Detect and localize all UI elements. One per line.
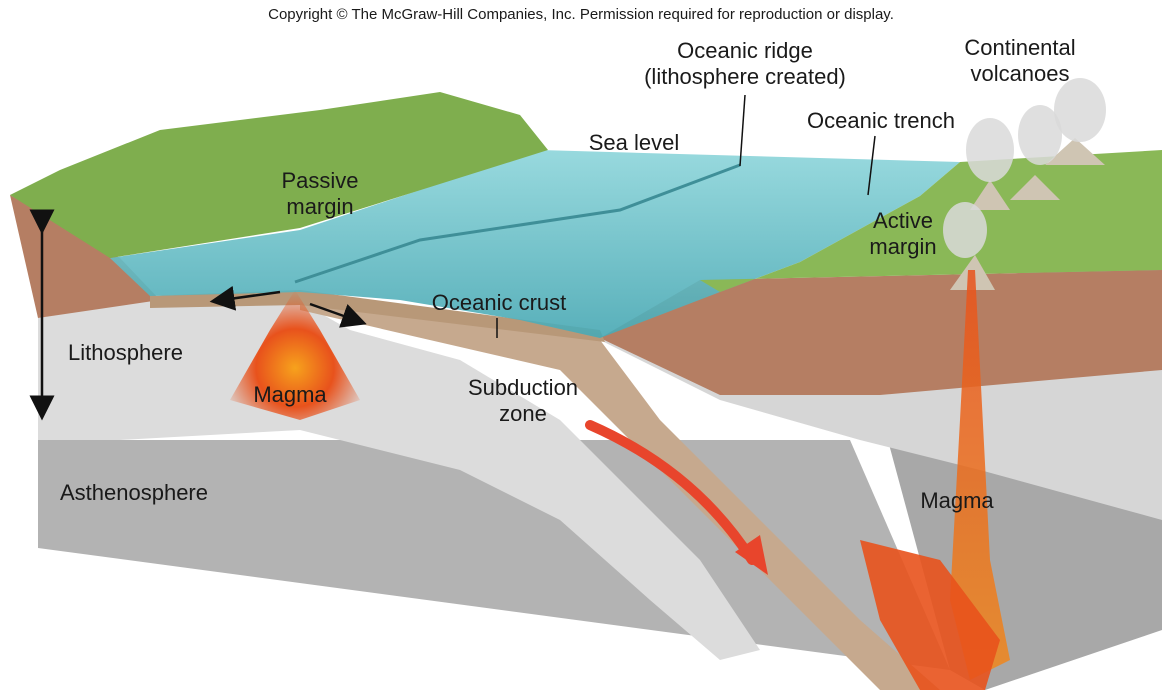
- arc-magma-pool: [860, 540, 1000, 690]
- lithosphere-left: [38, 296, 760, 660]
- arc-magma-conduit: [950, 270, 1010, 680]
- label-lithosphere: Lithosphere: [68, 340, 183, 365]
- volcano-4: [1045, 138, 1105, 165]
- land-left: [10, 92, 548, 258]
- label-passive-margin: Passive margin: [281, 168, 359, 219]
- label-oceanic-crust: Oceanic crust: [431, 290, 567, 315]
- ridge-magma: [230, 290, 360, 420]
- subduction-arrow-head: [735, 535, 768, 575]
- label-active-margin: Active margin: [869, 208, 937, 259]
- leader-oceanic-trench: [867, 135, 876, 196]
- smoke-plume-4: [1054, 78, 1106, 142]
- subducting-slab: [300, 300, 940, 690]
- spreading-arrow-right: [309, 302, 367, 328]
- ridge-line: [294, 163, 741, 284]
- leader-oceanic-ridge: [739, 94, 746, 167]
- label-continental-volcanoes: Continental volcanoes: [964, 35, 1076, 86]
- label-magma-arc: Magma: [920, 488, 994, 513]
- volcano-2: [970, 180, 1010, 210]
- subduction-arrow: [585, 420, 757, 565]
- smoke-plume-3: [1018, 105, 1062, 165]
- label-subduction-zone: Subduction zone: [467, 375, 579, 426]
- label-oceanic-ridge: Oceanic ridge (lithosphere created): [644, 38, 846, 89]
- label-oceanic-trench: Oceanic trench: [807, 108, 955, 133]
- copyright-notice: Copyright © The McGraw-Hill Companies, I…: [268, 6, 894, 23]
- spreading-arrow-left: [209, 285, 281, 311]
- sea: [110, 150, 960, 338]
- label-sea-level: Sea level: [588, 130, 680, 155]
- continental-crust-right: [600, 270, 1162, 395]
- land-right: [700, 150, 1162, 292]
- volcano-3: [1010, 175, 1060, 200]
- smoke-plume-2: [966, 118, 1014, 182]
- label-asthenosphere: Asthenosphere: [60, 480, 208, 505]
- oceanic-crust-band: [150, 290, 605, 342]
- smoke-plume-1: [943, 202, 987, 258]
- label-magma-ridge: Magma: [253, 382, 327, 407]
